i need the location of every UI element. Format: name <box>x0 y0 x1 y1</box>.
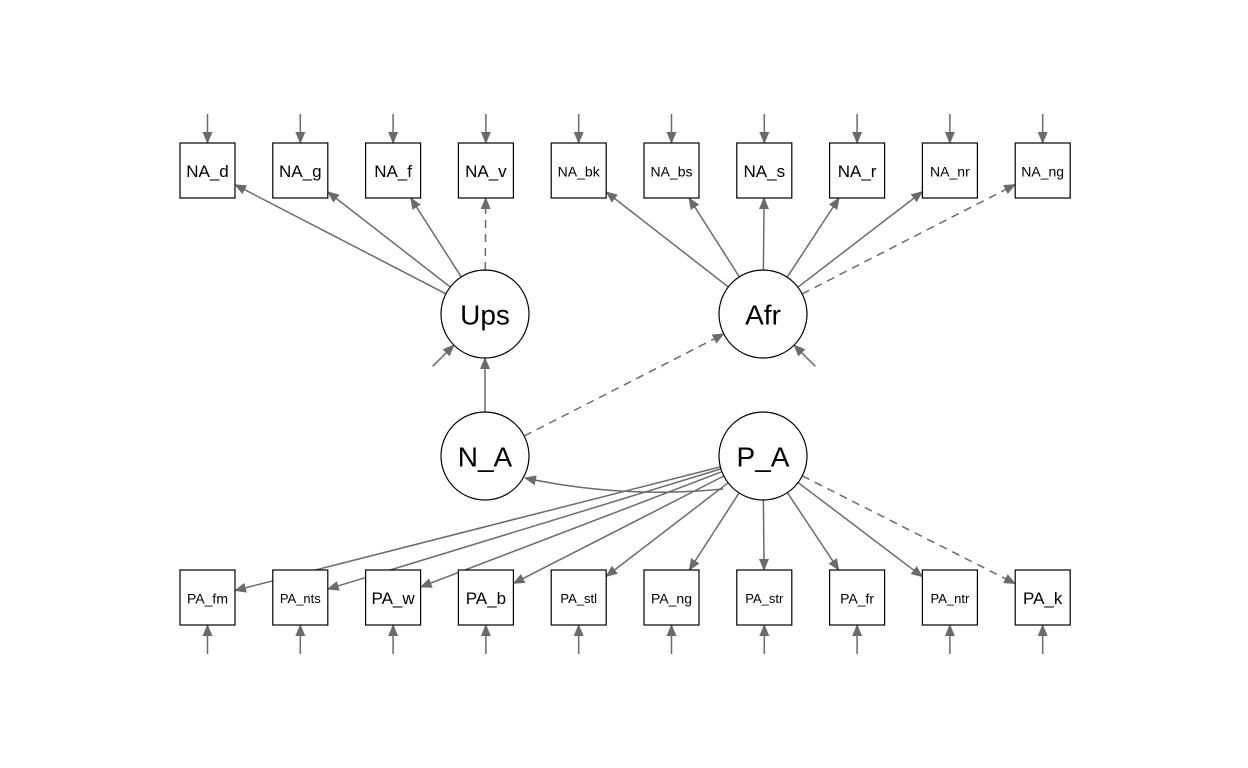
path-afr-to-na-bk <box>605 191 729 288</box>
indicator-box <box>457 569 514 626</box>
path-afr-to-na-s <box>758 197 769 271</box>
indicator-box <box>179 142 236 199</box>
residual-arrow-ups <box>432 344 455 367</box>
indicator-box <box>828 569 886 626</box>
path-p-a-to-pa-ntr <box>797 481 924 578</box>
indicator-box <box>643 569 700 626</box>
indicator-label: NA_s <box>744 162 786 181</box>
indicator-box <box>643 142 700 199</box>
indicator-label: PA_ntr <box>931 591 970 606</box>
indicator-box <box>272 142 329 199</box>
indicator-label: PA_nts <box>280 591 321 606</box>
indicator-pa-b: PA_b <box>457 569 514 626</box>
indicator-na-ng: NA_ng <box>1014 142 1071 199</box>
latent-n-a: N_A <box>440 411 530 501</box>
indicator-label: NA_bs <box>650 164 692 180</box>
indicator-label: NA_ng <box>1021 164 1064 180</box>
indicator-label: PA_k <box>1023 589 1063 608</box>
indicator-box <box>365 569 422 626</box>
indicator-label: NA_f <box>374 162 412 181</box>
indicator-label: PA_fm <box>187 591 228 607</box>
indicator-label: PA_ng <box>651 591 692 607</box>
indicator-box <box>550 142 607 199</box>
latent-label: Ups <box>460 300 510 331</box>
indicator-box <box>550 569 607 626</box>
indicator-box <box>828 142 886 199</box>
indicator-label: PA_w <box>372 589 416 608</box>
residual-arrow-afr <box>793 344 816 367</box>
indicator-box <box>736 569 793 626</box>
latent-p-a: P_A <box>718 411 808 501</box>
indicator-label: PA_stl <box>560 591 597 606</box>
latent-ups: Ups <box>440 269 530 359</box>
path-p-a-to-pa-stl <box>605 482 729 577</box>
path-afr-to-na-bs <box>688 197 740 278</box>
indicator-na-f: NA_f <box>365 142 422 199</box>
indicator-box <box>272 569 329 626</box>
path-ups-to-na-g <box>327 191 451 288</box>
indicator-box <box>921 142 979 199</box>
indicator-pa-fr: PA_fr <box>828 569 886 626</box>
indicator-label: PA_b <box>466 589 506 608</box>
indicator-na-v: NA_v <box>457 142 514 199</box>
indicator-pa-ntr: PA_ntr <box>921 569 979 626</box>
latent-label: Afr <box>745 300 781 331</box>
indicator-pa-fm: PA_fm <box>179 569 236 626</box>
indicator-na-bk: NA_bk <box>550 142 607 199</box>
indicator-box <box>457 142 514 199</box>
indicator-box <box>921 569 979 626</box>
indicator-na-r: NA_r <box>828 142 886 199</box>
path-afr-to-na-nr <box>797 191 924 288</box>
latent-circle <box>440 269 530 359</box>
indicator-box <box>365 142 422 199</box>
latent-circle <box>440 411 530 501</box>
indicator-pa-ng: PA_ng <box>643 569 700 626</box>
indicator-box <box>736 142 793 199</box>
latent-label: P_A <box>737 442 790 473</box>
indicator-pa-k: PA_k <box>1014 569 1071 626</box>
indicator-label: NA_g <box>279 162 322 181</box>
latent-circle <box>718 269 808 359</box>
indicator-na-g: NA_g <box>272 142 329 199</box>
path-p-a-to-pa-w <box>419 471 723 588</box>
indicator-label: NA_nr <box>930 164 970 180</box>
path-p-a-to-pa-fr <box>786 492 840 571</box>
indicator-na-d: NA_d <box>179 142 236 199</box>
indicator-na-bs: NA_bs <box>643 142 700 199</box>
indicator-label: NA_bk <box>558 164 601 180</box>
indicator-pa-stl: PA_stl <box>550 569 607 626</box>
indicator-pa-w: PA_w <box>365 569 422 626</box>
indicator-box <box>1014 569 1071 626</box>
indicator-label: NA_d <box>186 162 229 181</box>
path-p-a-to-pa-b <box>512 475 725 585</box>
path-ups-to-na-d <box>234 184 447 295</box>
latent-circle <box>718 411 808 501</box>
indicator-label: PA_fr <box>840 591 874 607</box>
path-ups-to-na-f <box>410 197 462 278</box>
indicator-box <box>179 569 236 626</box>
indicator-pa-str: PA_str <box>736 569 793 626</box>
path-n-a-to-afr <box>523 333 725 437</box>
path-p-a-to-pa-str <box>758 499 769 571</box>
latent-afr: Afr <box>718 269 808 359</box>
path-p-a-to-pa-ng <box>688 492 740 571</box>
path-afr-to-na-r <box>786 197 840 278</box>
path-p-a-to-pa-nts <box>326 468 722 591</box>
path-p-a-to-n-a <box>524 475 724 493</box>
indicator-label: NA_r <box>838 162 877 181</box>
latent-label: N_A <box>458 442 513 473</box>
indicator-label: PA_str <box>745 591 784 606</box>
path-p-a-to-pa-k <box>801 475 1017 585</box>
indicator-na-s: NA_s <box>736 142 793 199</box>
indicator-pa-nts: PA_nts <box>272 569 329 626</box>
path-afr-to-na-ng <box>801 183 1017 295</box>
edges-layer <box>202 114 1048 654</box>
indicator-box <box>1014 142 1071 199</box>
indicator-na-nr: NA_nr <box>921 142 979 199</box>
indicator-label: NA_v <box>465 162 507 181</box>
